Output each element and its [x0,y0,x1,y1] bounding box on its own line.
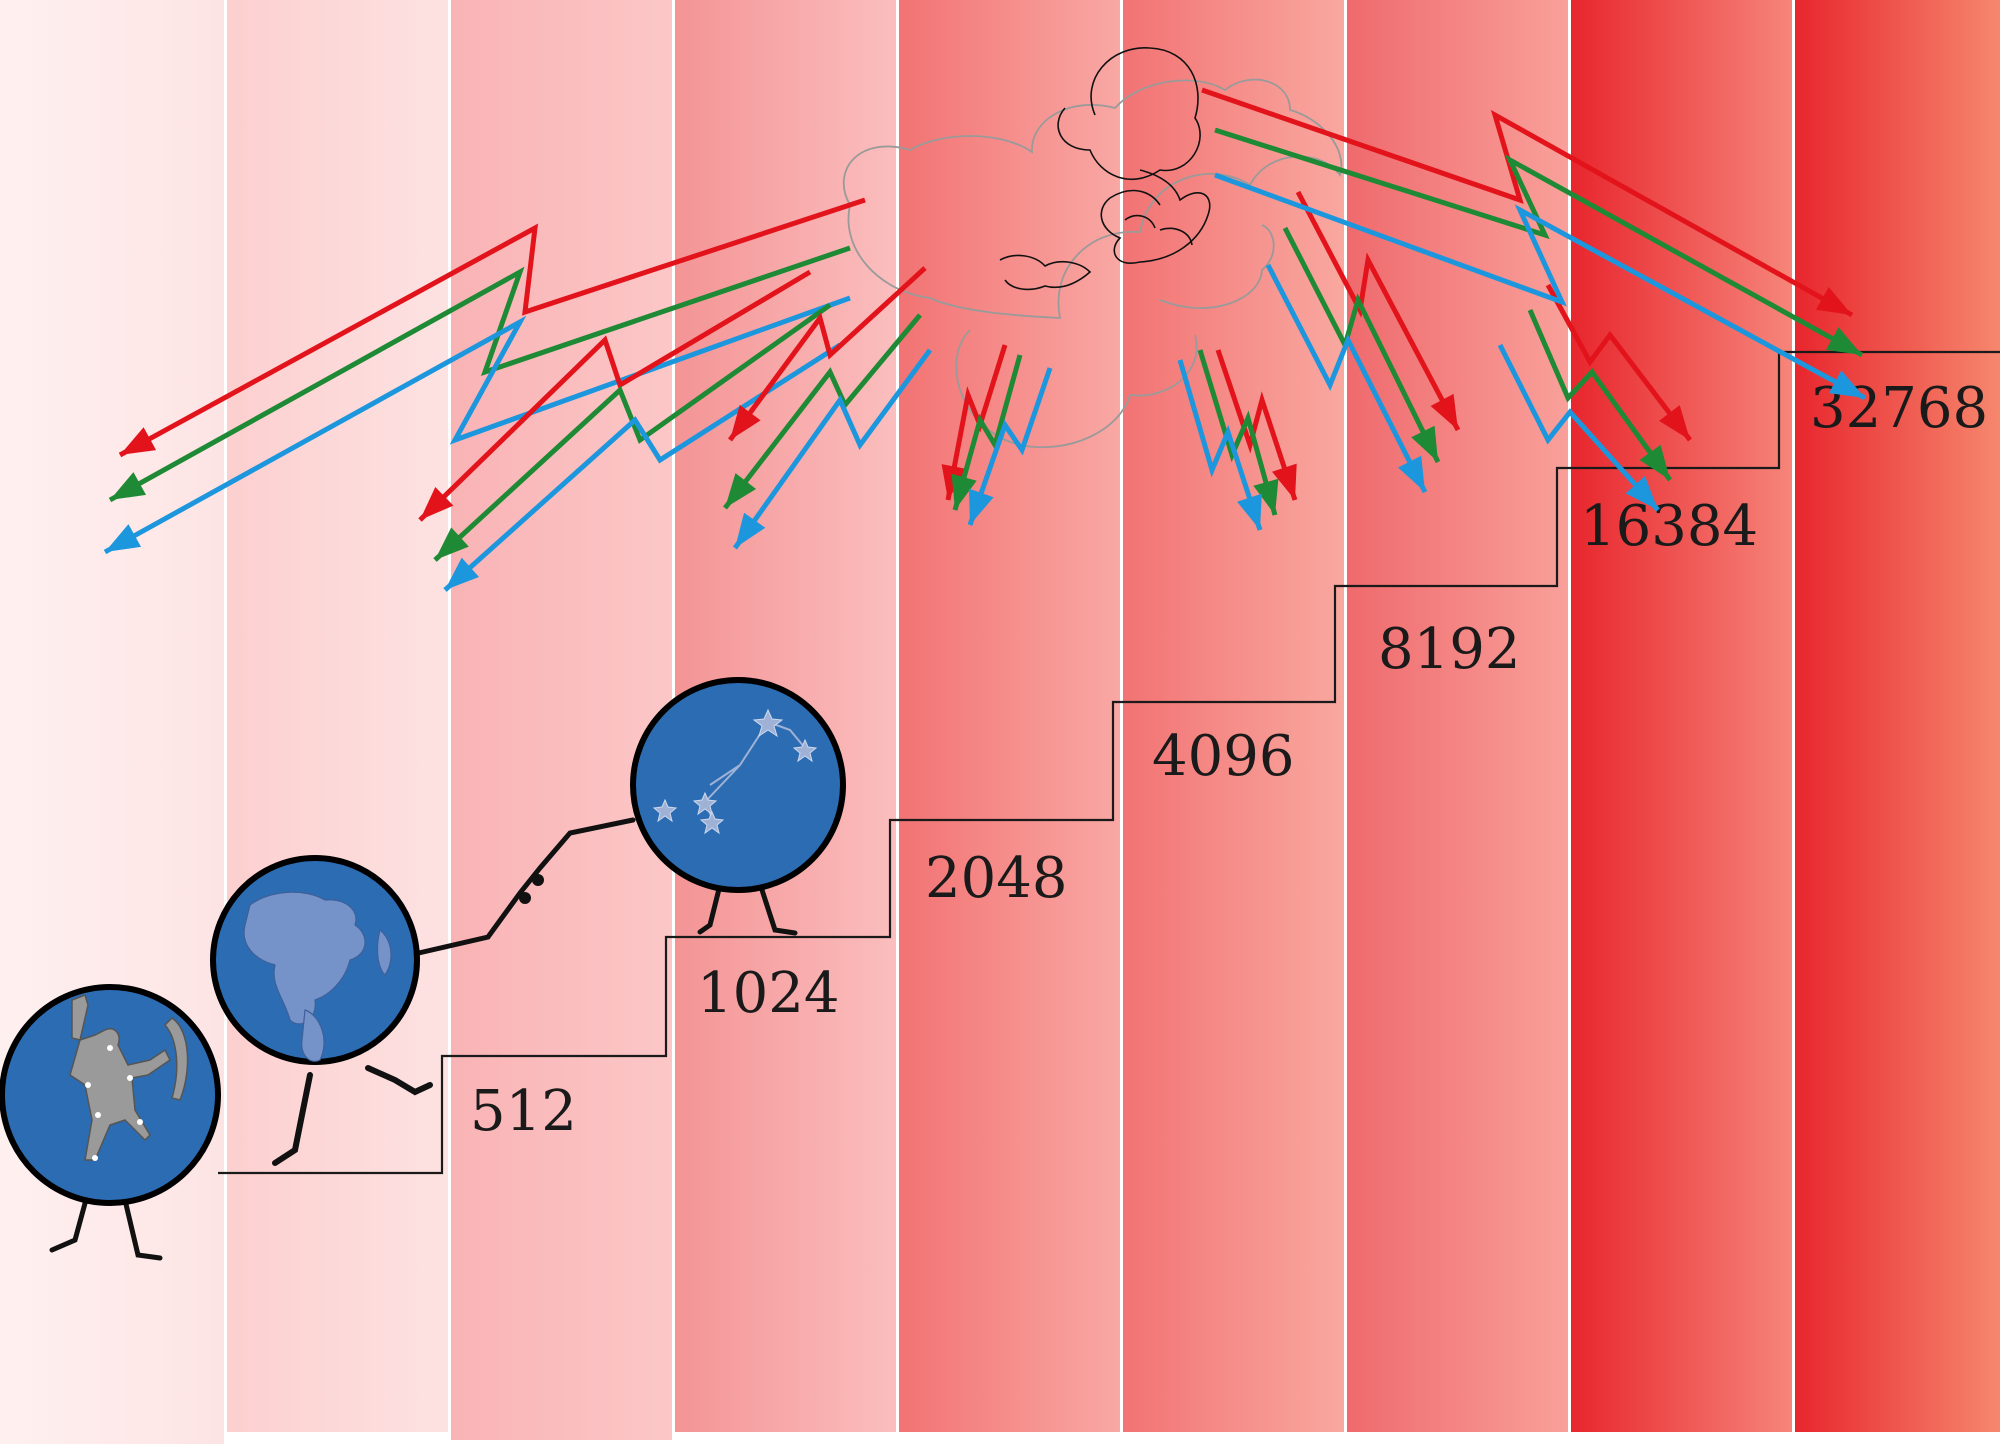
red-arrow-head [730,404,761,440]
background-band [0,0,224,1444]
green-lightning-arrow [1214,127,1864,358]
hands-grip [519,874,544,904]
green-lightning-arrow [1197,349,1278,516]
orion-stars [85,1045,143,1161]
blue-lightning-arrow [103,295,851,555]
red-arrow-head [120,427,157,455]
red-lightning-arrow [118,197,866,458]
step-label-4096: 4096 [1152,724,1295,789]
staircase-outline [218,350,2000,1175]
background-band [899,0,1120,1432]
red-lightning-arrow [418,269,812,522]
blue-lightning-arrow [1497,343,1660,512]
red-lightning-arrow [945,344,1008,501]
earth-legs [272,1065,433,1166]
green-lightning-arrow [952,354,1023,511]
earth-continents [243,891,392,1062]
green-arrow-head [1639,444,1670,480]
orion-constellation-globe-icon [0,984,221,1261]
cloud-with-fetus-icon [843,47,1343,449]
step-label-1024: 1024 [697,961,840,1026]
star-constellation-globe-icon [630,677,846,936]
green-arrow-head [1253,478,1279,515]
right-globe-legs [697,882,798,936]
red-arrow-head [420,486,454,520]
green-arrow-head [1825,327,1862,355]
green-lightning-arrow [1282,226,1441,464]
earth-globe-icon [210,817,636,1166]
step-label-2048: 2048 [925,846,1068,911]
background-band [227,0,448,1432]
blue-lightning-arrow [1265,263,1428,494]
blue-lightning-arrow [1177,359,1263,531]
step-label-512: 512 [470,1079,577,1144]
green-arrow-head [435,527,469,560]
lightning-arrows [103,87,1867,592]
step-labels: 512 1024 2048 4096 8192 16384 32768 [470,376,1988,1144]
green-arrow-head [1411,425,1438,462]
green-arrow-head [951,473,977,510]
background-band [1123,0,1344,1432]
blue-lightning-arrow [732,348,933,550]
red-arrow-head [1430,393,1458,430]
blue-arrow-head [1398,455,1425,492]
red-lightning-arrow [727,266,927,442]
blue-arrow-head [1828,370,1865,398]
fetus-outline [999,47,1211,291]
red-arrow-head [1815,287,1852,315]
background-band [1571,0,1792,1432]
red-arrow-head [1659,405,1690,440]
background-band [1795,0,2000,1432]
blue-arrow-head [445,557,480,590]
green-lightning-arrow [108,245,851,503]
green-arrow-head [110,472,147,500]
left-globe-legs [49,1182,163,1261]
blue-lightning-arrow [1214,172,1867,401]
step-label-8192: 8192 [1378,617,1521,682]
blue-arrow-head [735,512,766,548]
blue-arrow-head [1625,476,1658,510]
blue-arrow-head [968,488,994,525]
blue-arrow-head [1237,493,1262,530]
blue-lightning-arrow [443,342,842,592]
step-label-16384: 16384 [1580,494,1758,559]
constellation-lines [704,721,806,819]
green-lightning-arrow [723,313,922,510]
green-arrow-head [725,473,757,508]
red-lightning-arrow [1295,190,1461,432]
background-band [451,0,672,1440]
blue-lightning-arrow [967,367,1053,526]
constellation-stars [652,708,818,835]
red-arrow-head [1272,463,1297,500]
right-globe-body [630,677,846,893]
earth-arm [407,817,636,958]
red-lightning-arrow [1215,349,1298,501]
red-lightning-arrow [1545,283,1692,442]
green-lightning-arrow [433,302,832,562]
green-lightning-arrow [1527,309,1673,482]
orion-figure [69,994,189,1161]
blue-arrow-head [105,524,142,552]
